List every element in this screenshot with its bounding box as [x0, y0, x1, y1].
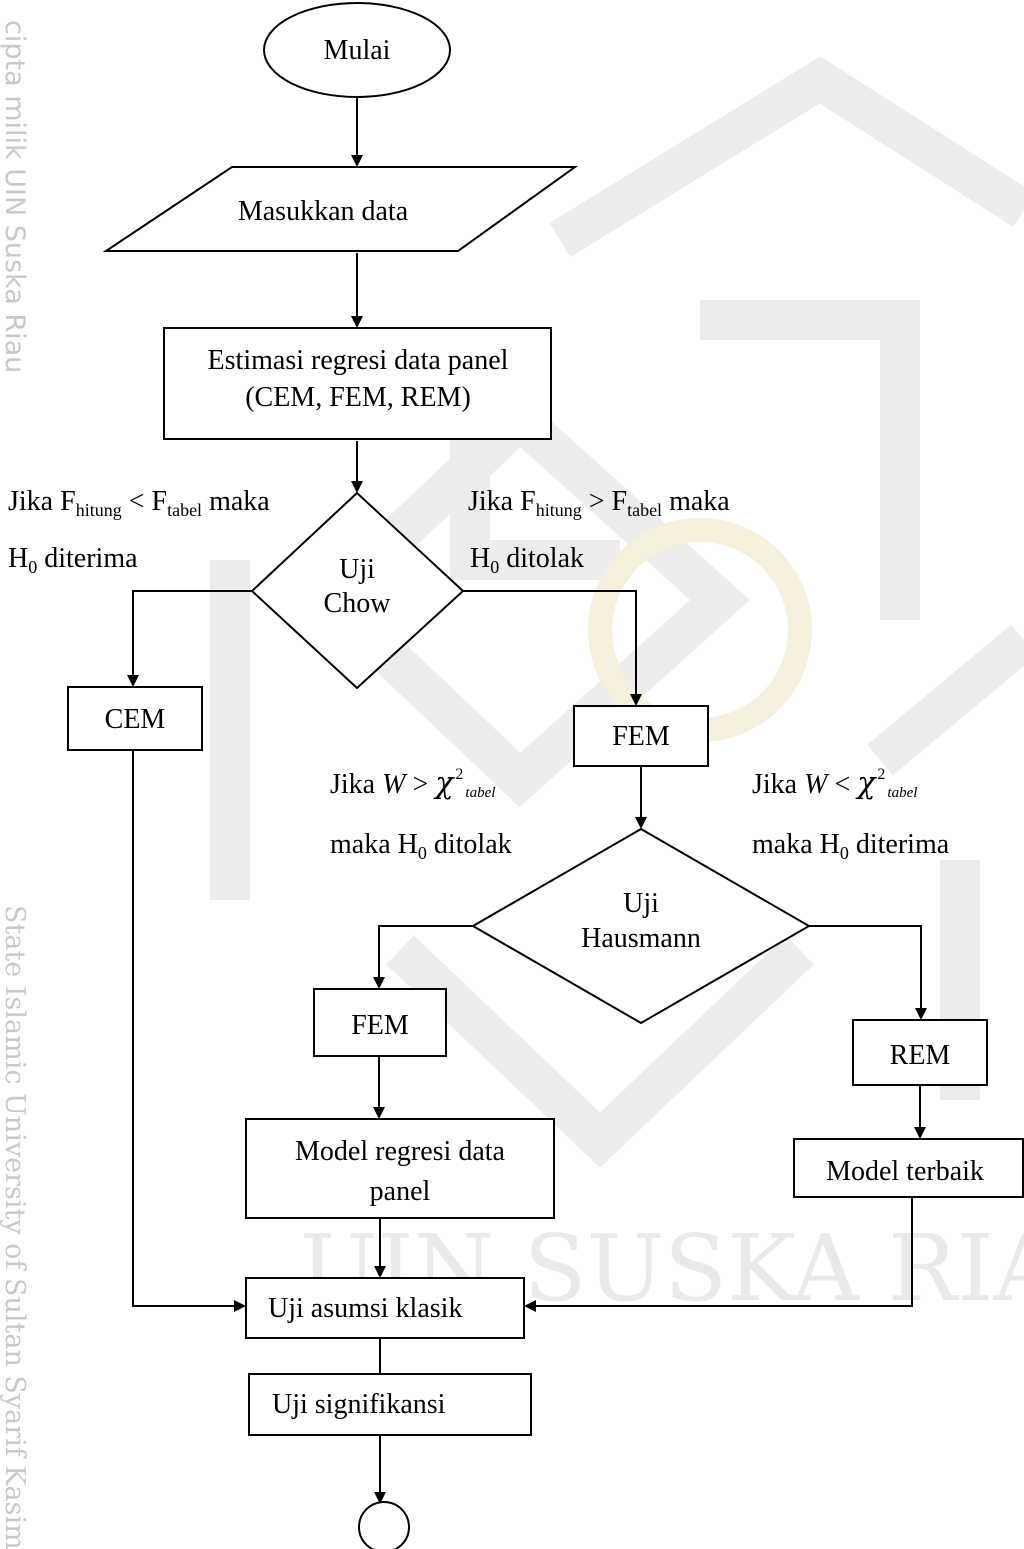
hausman-label-line1: Uji — [623, 888, 659, 919]
significance-test — [248, 1373, 532, 1436]
edge-chow-fem — [463, 590, 642, 706]
significance-test-label: Uji signifikansi — [272, 1389, 446, 1420]
cem-label: CEM — [105, 704, 166, 735]
condition-hausman-left-line2: maka H0 ditolak — [330, 829, 512, 863]
fem-bottom-label: FEM — [351, 1010, 409, 1041]
cem-model — [67, 686, 203, 751]
end-terminal — [358, 1501, 410, 1549]
estimate-process — [163, 327, 552, 440]
best-model-label: Model terbaik — [826, 1156, 984, 1187]
start-label: Mulai — [324, 35, 391, 66]
classic-test-label: Uji asumsi klasik — [268, 1293, 462, 1324]
estimate-label-line1: Estimasi regresi data panel — [208, 345, 509, 376]
fem-top-label: FEM — [612, 721, 670, 752]
watermark-side-bottom: State Islamic University of Sultan Syari… — [0, 905, 30, 1549]
condition-chow-right-line1: Jika Fhitung > Ftabel maka — [468, 486, 730, 520]
chow-label-line1: Uji — [339, 554, 375, 585]
condition-chow-left-line2: H0 diterima — [8, 543, 138, 577]
edge-cem-classic — [132, 750, 246, 1312]
edge-chow-cem — [127, 590, 252, 687]
condition-chow-right-line2: H0 ditolak — [470, 543, 584, 577]
panel-model-label-line1: Model regresi data — [295, 1136, 505, 1167]
hausman-label-line2: Hausmann — [581, 923, 701, 954]
fem-model-top — [573, 705, 709, 767]
condition-hausman-right-line2: maka H0 diterima — [752, 829, 950, 863]
fem-model-bottom — [313, 988, 447, 1057]
condition-chow-left-line1: Jika Fhitung < Ftabel maka — [8, 486, 270, 520]
rem-model — [852, 1019, 988, 1086]
panel-model-label-line2: panel — [370, 1176, 431, 1207]
best-model — [793, 1138, 1024, 1198]
input-label: Masukkan data — [238, 196, 409, 227]
edge-best-model-classic — [524, 1197, 913, 1312]
edge-hausman-fem — [373, 925, 473, 989]
chow-label-line2: Chow — [324, 588, 392, 619]
chow-test-decision — [250, 491, 465, 690]
classic-assumption-test — [245, 1277, 525, 1339]
edge-hausman-rem — [809, 925, 927, 1020]
watermark-side-top: cipta milik UIN Suska Riau — [0, 20, 30, 373]
rem-label: REM — [890, 1040, 951, 1071]
estimate-label-line2: (CEM, FEM, REM) — [245, 382, 471, 413]
input-data — [102, 166, 579, 252]
panel-regression-model — [245, 1118, 555, 1219]
hausman-test-decision — [471, 827, 811, 1025]
